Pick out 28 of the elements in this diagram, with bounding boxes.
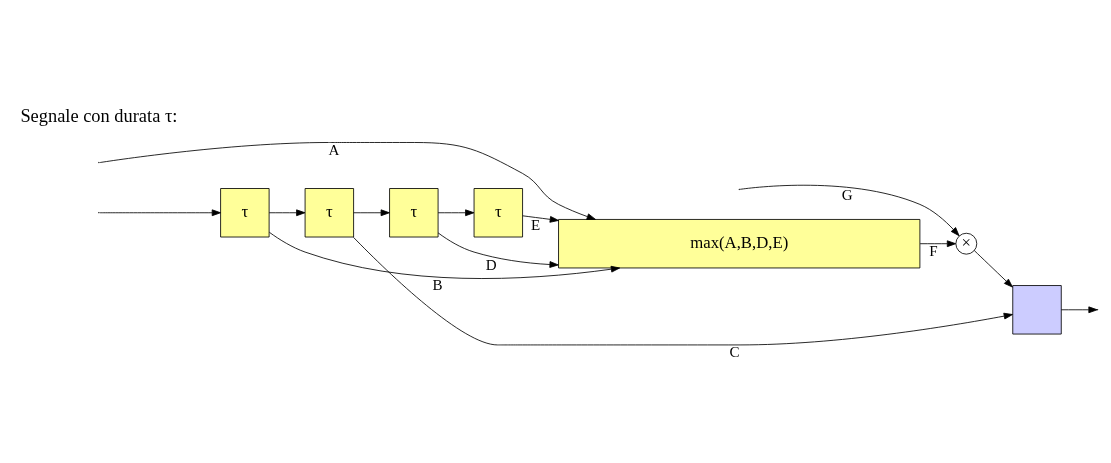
label: Segnale con durata τ: <box>20 105 178 126</box>
node-box: τ <box>220 187 270 237</box>
node-box: τ <box>304 187 355 237</box>
edge-label: D <box>485 256 497 273</box>
arrow <box>99 208 221 216</box>
edge-label: F <box>929 242 938 259</box>
arrow <box>99 141 596 220</box>
node-circle: × <box>955 232 978 255</box>
arrow <box>268 231 621 279</box>
arrow <box>437 208 475 216</box>
arrow <box>973 249 1013 287</box>
edge-label: G <box>841 186 853 203</box>
node-box <box>1012 284 1062 334</box>
node-box: τ <box>473 187 523 237</box>
arrow <box>522 214 559 223</box>
arrow <box>437 232 559 268</box>
arrow <box>919 239 957 247</box>
edge-label: C <box>729 343 740 360</box>
edge-label: A <box>328 141 340 158</box>
node-box: max(A,B,D,E) <box>558 218 921 268</box>
arrow <box>1060 305 1098 313</box>
arrow <box>268 208 306 216</box>
edge-label: E <box>531 216 541 233</box>
edge-label: B <box>432 276 443 293</box>
arrow <box>353 208 390 216</box>
arrow <box>353 236 1013 345</box>
arrow <box>739 184 960 236</box>
node-box: τ <box>389 187 439 237</box>
